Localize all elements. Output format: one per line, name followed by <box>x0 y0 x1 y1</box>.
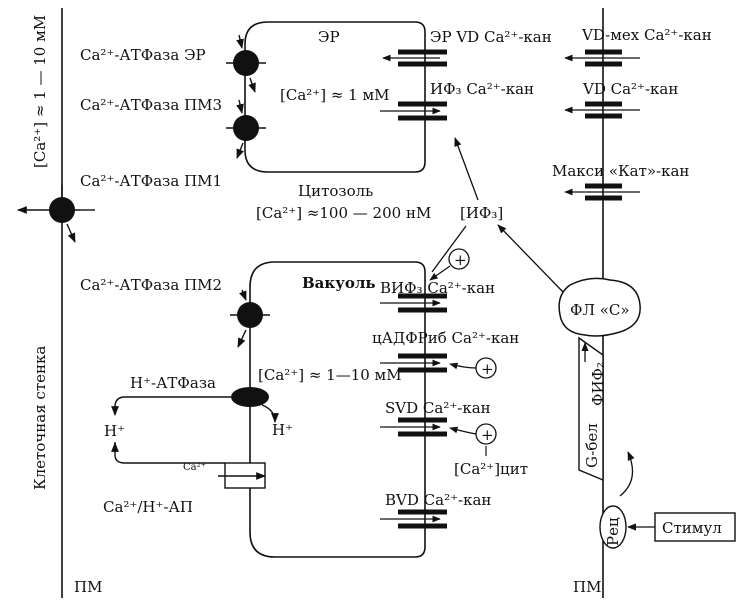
svg-text:+: + <box>481 426 494 444</box>
vd-ca-channel-label: VD Ca²⁺-кан <box>582 80 678 98</box>
cadpr-channel-label: цАДФРиб Ca²⁺-кан <box>372 329 519 347</box>
svg-text:+: + <box>454 251 467 269</box>
svd-channel <box>380 417 447 437</box>
ca-h-ap-label: Ca²⁺/H⁺-АП <box>103 498 193 516</box>
pm-right-label: ПМ <box>573 578 601 596</box>
vacuole-concentration: [Ca²⁺] ≈ 1—10 мМ <box>258 366 402 384</box>
vip3-ca-channel <box>380 293 447 313</box>
receptor <box>599 505 627 549</box>
h-atpase-pump <box>231 387 269 407</box>
ip3-label: [ИФ₃] <box>460 204 503 222</box>
vd-mech-channel <box>564 49 640 67</box>
vd-mech-channel-label: VD-мех Ca²⁺-кан <box>581 26 712 44</box>
wall-concentration-label: [Ca²⁺] ≈ 1 — 10 мМ <box>31 15 49 168</box>
plc-label: ФЛ «С» <box>570 301 630 319</box>
ca-antiporter-label: Ca²⁺ <box>183 462 206 473</box>
plus-circle-vip3 <box>448 248 470 270</box>
er-compartment <box>244 21 426 173</box>
er-vd-channel <box>382 49 447 67</box>
cytosol-label: Цитозоль <box>298 182 373 200</box>
stimulus-box <box>654 512 736 542</box>
bvd-channel <box>380 509 447 529</box>
vd-ca-channel <box>564 101 640 119</box>
bvd-channel-label: BVD Ca²⁺-кан <box>385 491 491 509</box>
pip2-label: ФИФ₂ <box>589 362 607 406</box>
cytosol-concentration: [Ca²⁺] ≈100 — 200 нМ <box>256 204 431 222</box>
h-atpase-label: H⁺-АТФаза <box>130 374 216 392</box>
g-protein <box>578 336 604 482</box>
atpase-pm3-label: Ca²⁺-АТФаза ПМ3 <box>80 96 222 114</box>
h-left-label: H⁺ <box>104 422 125 440</box>
svg-text:+: + <box>481 360 494 378</box>
atpase-pm2-label: Ca²⁺-АТФаза ПМ2 <box>80 276 222 294</box>
atpase-pm1-label: Ca²⁺-АТФаза ПМ1 <box>80 172 222 190</box>
stimulus-label: Стимул <box>662 519 722 537</box>
pm-left-label: ПМ <box>74 578 102 596</box>
g-protein-label: G-бел <box>583 423 601 468</box>
svd-channel-label: SVD Ca²⁺-кан <box>385 399 491 417</box>
vip3-ca-channel-label: ВИФ₃ Ca²⁺-кан <box>380 279 495 297</box>
ip3-ca-channel-label: ИФ₃ Ca²⁺-кан <box>430 80 534 98</box>
maxi-cat-channel <box>564 183 640 201</box>
maxi-cat-channel-label: Макси «Кат»-кан <box>552 162 689 180</box>
cell-wall-label: Клеточная стенка <box>31 346 49 490</box>
ip3-ca-channel <box>380 101 447 121</box>
h-right-label: H⁺ <box>272 421 293 439</box>
ca-cyt-label: [Ca²⁺]цит <box>454 460 528 478</box>
er-vd-channel-label: ЭР VD Ca²⁺-кан <box>430 28 552 46</box>
vacuole-label: Вакуоль <box>302 274 376 292</box>
atpase-er-label: Ca²⁺-АТФаза ЭР <box>80 46 206 64</box>
er-label: ЭР <box>318 28 340 46</box>
cadpr-channel <box>380 353 447 373</box>
receptor-label: Рец <box>604 517 622 546</box>
er-concentration: [Ca²⁺] ≈ 1 мМ <box>280 86 390 104</box>
vacuole-compartment <box>249 261 426 558</box>
plc-enzyme <box>558 277 641 337</box>
